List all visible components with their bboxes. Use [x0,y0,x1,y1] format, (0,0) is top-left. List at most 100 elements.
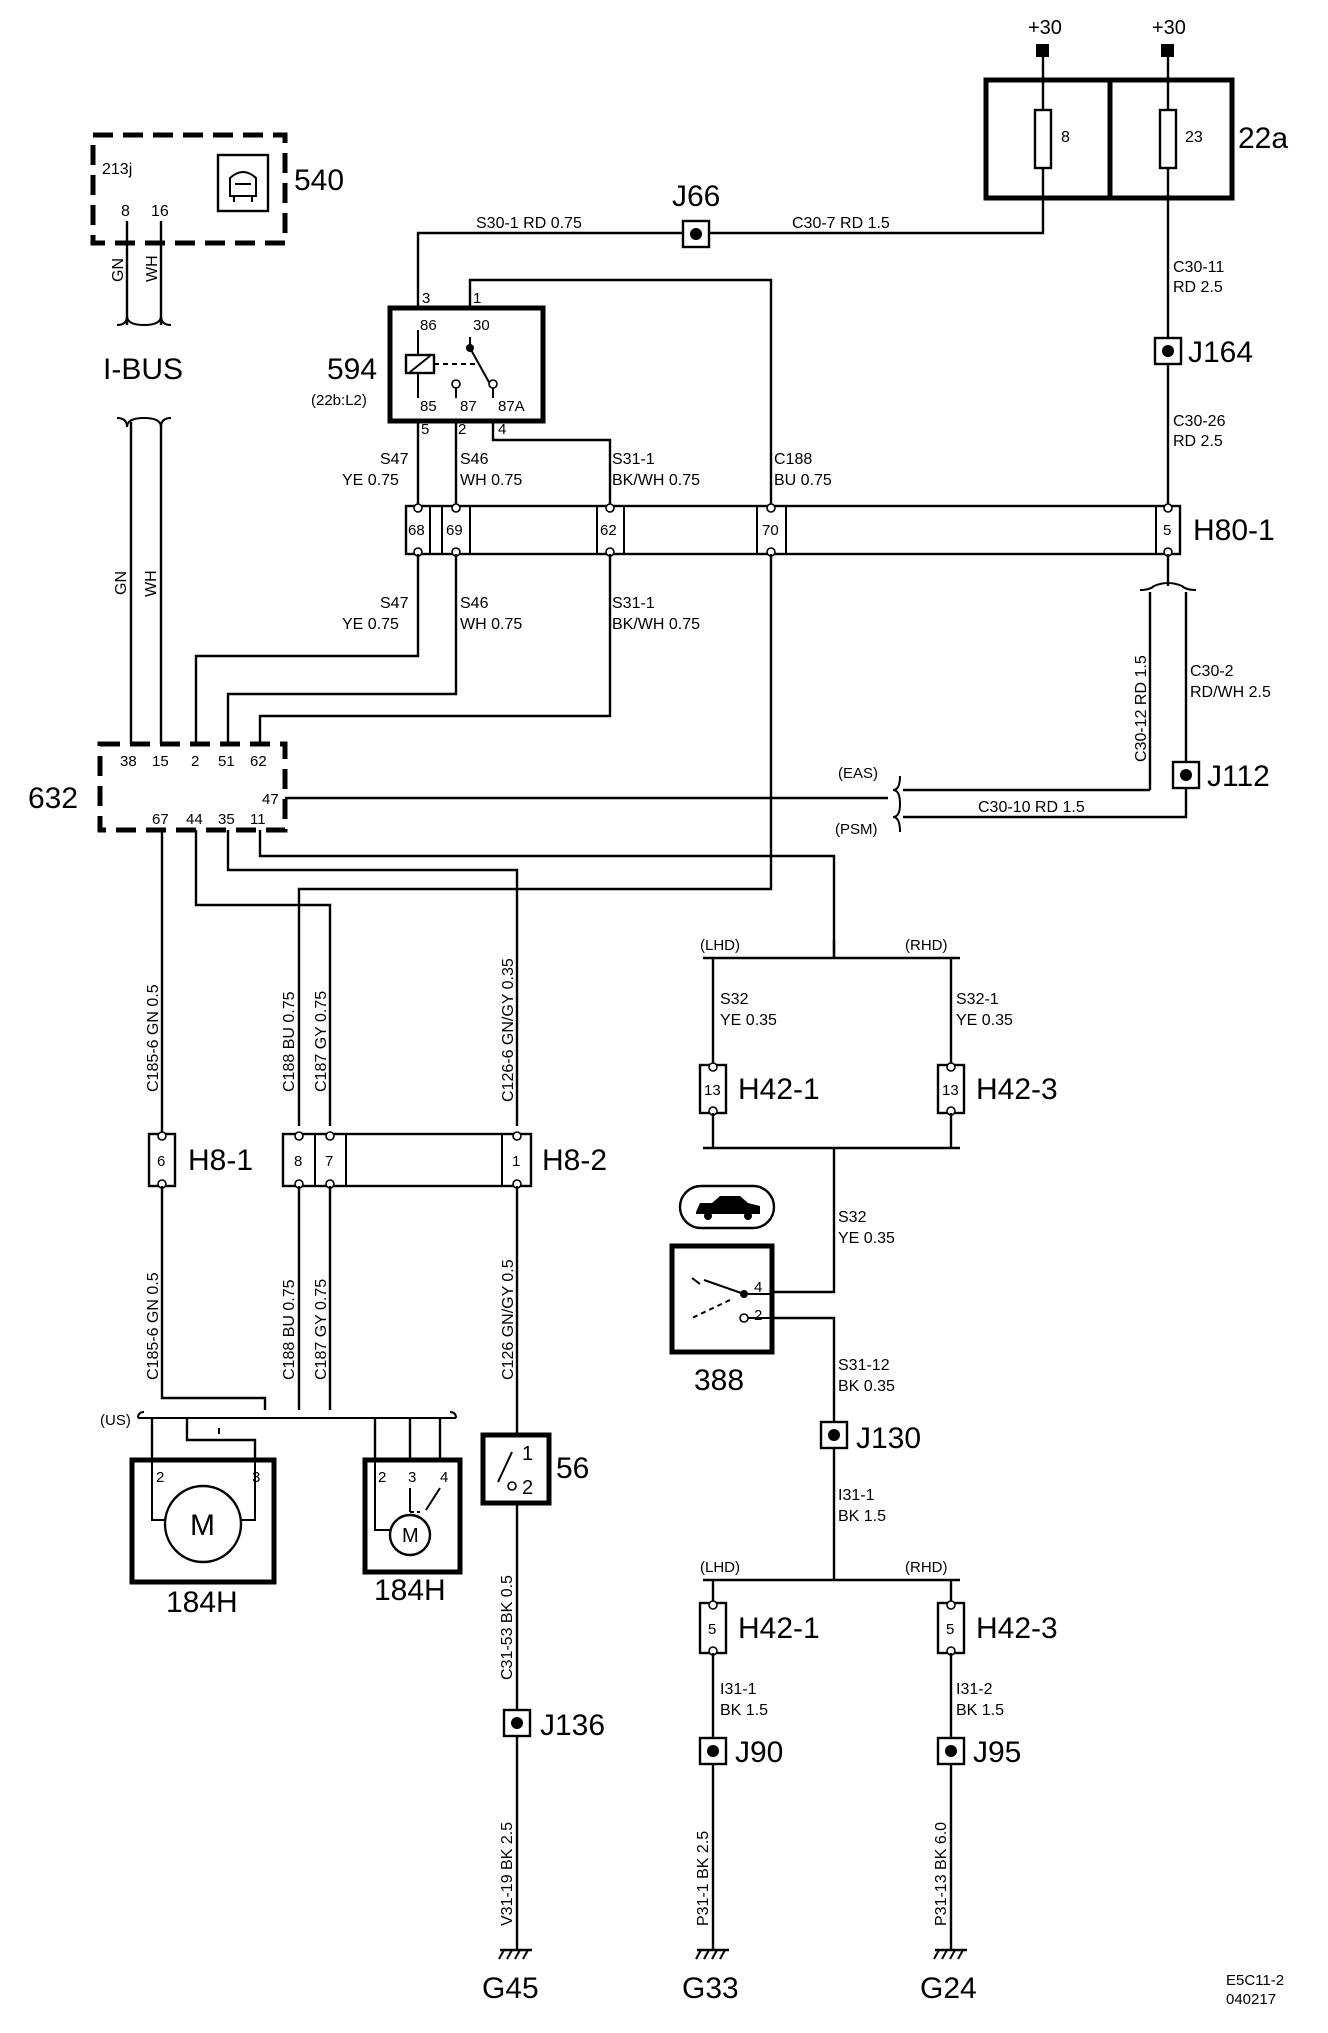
wire-s31-12-b: BK 0.35 [838,1378,895,1395]
wire-c188-label-bot: C188 BU 0.75 [281,1279,298,1380]
wire-s31-1-bot-b: BK/WH 0.75 [612,616,700,633]
h42-1-top-label: H42-1 [738,1073,820,1106]
wire-s32-lhd-a: S32 [720,991,749,1008]
component-540: 213j 540 8 16 [90,132,344,246]
wire-c187-label-bot: C187 GY 0.75 [313,1279,330,1380]
m632-pin-47: 47 [262,791,279,808]
wire-c187-gy [194,830,332,1126]
psm-label: (PSM) [835,821,878,838]
wire-s31-1-top-b: BK/WH 0.75 [612,472,700,489]
rhd-bot-label: (RHD) [905,1559,948,1576]
m632-pin-11: 11 [250,811,266,828]
wire-c185-6-label-bot: C185-6 GN 0.5 [145,1272,162,1380]
wire-s46-bot-a: S46 [460,595,489,612]
h42-3-top-label: H42-3 [976,1073,1058,1106]
relay-pin-1: 1 [473,290,481,307]
connector-h42-3-top: 13 H42-3 [936,1062,1058,1116]
m632-pin-67: 67 [152,811,169,828]
m632-pin-35: 35 [218,811,235,828]
m632-pin-51: 51 [218,753,235,770]
ibus-brace-top [116,315,172,327]
switch-388: 4 2 388 [669,1243,775,1397]
wire-i31-1-b: BK 1.5 [838,1508,886,1525]
h8-2-pin-7: 7 [325,1153,333,1170]
footer-code: E5C11-2 [1226,1972,1284,1989]
m632-pin-38: 38 [120,753,137,770]
h80-1-label: H80-1 [1193,514,1275,547]
wire-p31-1-label: P31-1 BK 2.5 [695,1831,712,1926]
junction-j66: J66 [672,180,720,249]
relay-pin-4: 4 [498,421,506,438]
switch-388-pin-4: 4 [754,1279,762,1296]
relay-sub: (22b:L2) [311,392,367,409]
wire-v31-19-label: V31-19 BK 2.5 [499,1822,516,1926]
wire-s32-mid-b: YE 0.35 [838,1230,895,1247]
junction-j112: J112 [1171,760,1270,793]
relay-pin-86: 86 [420,317,437,334]
h42-3-top-pin: 13 [942,1082,959,1099]
ibus-wire-wh-top: WH [144,255,161,282]
wire-s31-1-top-a: S31-1 [612,451,655,468]
wire-c30-7-label: C30-7 RD 1.5 [792,215,890,232]
connector-h42-3-bottom: 5 H42-3 [936,1600,1058,1656]
m632-pin-44: 44 [186,811,203,828]
ground-g24: G24 [920,1948,977,2005]
fusebox-22a: +30 +30 8 23 22a [983,17,1288,201]
j130-label: J130 [856,1422,921,1455]
supply-right-label: +30 [1152,17,1186,39]
wire-c30-2-a: C30-2 [1190,663,1234,680]
relay-contact-87a [488,379,498,389]
wire-c126-6 [226,830,519,1126]
h8-1-pin-6: 6 [157,1153,165,1170]
wire-s32-1-rhd-a: S32-1 [956,991,999,1008]
h80-split-brace [1139,582,1197,591]
wire-c188-top-b: BU 0.75 [774,472,832,489]
relay-switch-arm [469,347,491,385]
junction-j130: J130 [819,1420,921,1455]
wire-c126-6-label: C126-6 GN/GY 0.35 [500,958,517,1102]
wire-c30-26-b: RD 2.5 [1173,433,1223,450]
wire-i31-1-lhd-a: I31-1 [720,1681,757,1698]
car-front-icon [229,171,257,202]
h42-1-bot-pin: 5 [708,1621,716,1638]
footer-date: 040217 [1226,1991,1276,2008]
h42-1-bot-label: H42-1 [738,1612,820,1645]
ibus-wire-gn-bottom: GN [113,571,130,595]
wire-s47-top-b: YE 0.75 [342,472,399,489]
eas-label: (EAS) [838,765,878,782]
lhd-top-label: (LHD) [700,937,740,954]
j95-label: J95 [973,1736,1021,1769]
junction-j95: J95 [936,1736,1021,1769]
switch-56: 1 2 56 [480,1432,589,1506]
relay-pin-85: 85 [420,398,437,415]
wire-s31-1-bot-a: S31-1 [612,595,655,612]
wire-s46-top-a: S46 [460,451,489,468]
m632-pin-62: 62 [250,753,267,770]
wire-s46-bot-b: WH 0.75 [460,616,522,633]
m632-pin-2: 2 [191,753,199,770]
relay-pin-87: 87 [460,398,477,415]
c540-pin-8: 8 [121,203,130,220]
h80-pin-62: 62 [600,522,617,539]
ground-g45: G45 [482,1948,539,2005]
fuse-8-label: 8 [1061,129,1070,146]
motor-right-icon [388,1513,432,1557]
c540-pin-16: 16 [151,203,169,220]
h80-pin-70: 70 [762,522,779,539]
wire-s32-1-rhd-b: YE 0.35 [956,1012,1013,1029]
module-632-id: 632 [28,782,78,815]
relay-contact-87 [451,379,461,389]
ground-g24-label: G24 [920,1972,977,2005]
h8-2-label: H8-2 [542,1144,607,1177]
ibus-brace-bottom [116,416,172,428]
wire-c30-10-label: C30-10 RD 1.5 [978,799,1085,816]
fusebox-id: 22a [1238,122,1288,155]
switch-56-pin-1: 1 [522,1443,533,1465]
j164-label: J164 [1188,336,1253,369]
c540-inner-label: 213j [102,161,132,178]
lhd-bot-label: (LHD) [700,1559,740,1576]
wire-s32-to-388 [758,1148,836,1294]
supply-left-terminal [1036,44,1049,57]
motor-right-m: M [402,1525,419,1547]
